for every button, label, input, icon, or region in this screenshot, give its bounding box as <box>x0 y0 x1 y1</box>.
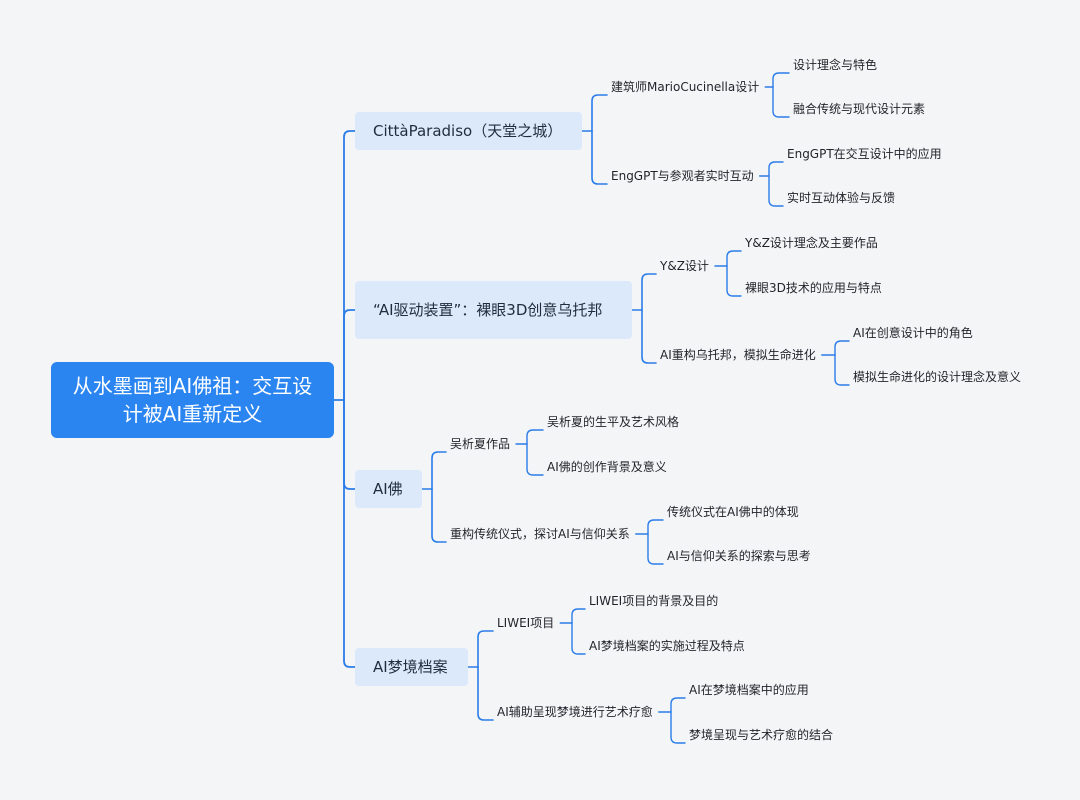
connector-line <box>834 354 850 386</box>
topic-node[interactable]: 建筑师MarioCucinella设计 <box>611 78 759 96</box>
connector-line <box>571 622 586 655</box>
connector-line <box>772 72 790 88</box>
subtopic-label: AI梦境档案的实施过程及特点 <box>589 639 745 653</box>
branch-label: CittàParadiso（天堂之城） <box>373 121 563 140</box>
connector-line <box>768 161 784 177</box>
topic-node[interactable]: Y&Z设计 <box>660 257 709 275</box>
subtopic-node[interactable]: 梦境呈现与艺术疗愈的结合 <box>689 726 833 744</box>
topic-node[interactable]: AI重构乌托邦，模拟生命进化 <box>660 346 816 364</box>
subtopic-node[interactable]: 实时互动体验与反馈 <box>787 189 895 207</box>
connector-line <box>641 273 657 311</box>
subtopic-label: AI在梦境档案中的应用 <box>689 683 809 697</box>
topic-label: EngGPT与参观者实时互动 <box>611 169 754 183</box>
topic-label: AI重构乌托邦，模拟生命进化 <box>660 348 816 362</box>
topic-label: AI辅助呈现梦境进行艺术疗愈 <box>497 705 653 719</box>
subtopic-label: LIWEI项目的背景及目的 <box>589 594 719 608</box>
connector-line <box>343 399 356 490</box>
topic-node[interactable]: AI辅助呈现梦境进行艺术疗愈 <box>497 703 653 721</box>
subtopic-label: 模拟生命进化的设计理念及意义 <box>853 370 1022 384</box>
branch-node-ai-buddha[interactable]: AI佛 <box>355 470 422 508</box>
branch-node-citta-paradiso[interactable]: CittàParadiso（天堂之城） <box>355 112 582 150</box>
connector-line <box>431 488 447 543</box>
connector-line <box>591 94 608 132</box>
root-node[interactable]: 从水墨画到AI佛祖：交互设计被AI重新定义 <box>51 362 334 438</box>
branch-node-ai-installation[interactable]: “AI驱动装置”：裸眼3D创意乌托邦 <box>355 281 632 339</box>
connector-line <box>641 309 657 364</box>
subtopic-label: 融合传统与现代设计元素 <box>793 102 926 116</box>
connector-line <box>526 443 544 476</box>
branch-label: AI佛 <box>373 479 403 498</box>
subtopic-label: AI在创意设计中的角色 <box>853 326 973 340</box>
subtopic-node[interactable]: AI梦境档案的实施过程及特点 <box>589 637 745 655</box>
topic-label: 吴析夏作品 <box>450 437 511 451</box>
connector-line <box>477 666 494 721</box>
root-node-label: 从水墨画到AI佛祖：交互设计被AI重新定义 <box>72 374 313 426</box>
topic-label: Y&Z设计 <box>660 259 709 273</box>
subtopic-node[interactable]: 吴析夏的生平及艺术风格 <box>547 413 679 431</box>
connector-line <box>477 630 494 668</box>
topic-node[interactable]: EngGPT与参观者实时互动 <box>611 167 754 185</box>
connector-line <box>431 451 447 490</box>
topic-node[interactable]: 吴析夏作品 <box>450 435 510 453</box>
connector-line <box>343 130 356 401</box>
connector-line <box>670 711 686 744</box>
subtopic-label: 梦境呈现与艺术疗愈的结合 <box>689 728 834 742</box>
subtopic-node[interactable]: 设计理念与特色 <box>793 56 877 74</box>
topic-node[interactable]: LIWEI项目 <box>497 614 554 632</box>
connector-line <box>768 175 784 207</box>
subtopic-node[interactable]: AI佛的创作背景及意义 <box>547 458 667 476</box>
topic-node[interactable]: 重构传统仪式，探讨AI与信仰关系 <box>450 525 630 543</box>
subtopic-label: AI佛的创作背景及意义 <box>547 460 667 474</box>
branch-label: AI梦境档案 <box>373 657 448 676</box>
subtopic-node[interactable]: AI在创意设计中的角色 <box>853 324 973 342</box>
subtopic-node[interactable]: 裸眼3D技术的应用与特点 <box>745 279 882 297</box>
subtopic-label: AI与信仰关系的探索与思考 <box>667 549 811 563</box>
topic-label: LIWEI项目 <box>497 616 555 630</box>
subtopic-node[interactable]: Y&Z设计理念及主要作品 <box>745 234 878 252</box>
connector-line <box>726 265 742 297</box>
connector-line <box>772 86 790 118</box>
subtopic-label: 吴析夏的生平及艺术风格 <box>547 415 680 429</box>
connector-line <box>647 533 664 565</box>
subtopic-node[interactable]: 模拟生命进化的设计理念及意义 <box>853 368 1021 386</box>
subtopic-node[interactable]: 传统仪式在AI佛中的体现 <box>667 503 799 521</box>
connector-line <box>591 130 608 185</box>
subtopic-label: 实时互动体验与反馈 <box>787 191 896 205</box>
connector-line <box>343 399 356 668</box>
branch-node-ai-dream-archive[interactable]: AI梦境档案 <box>355 648 468 686</box>
subtopic-node[interactable]: AI与信仰关系的探索与思考 <box>667 547 811 565</box>
topic-label: 重构传统仪式，探讨AI与信仰关系 <box>450 527 630 541</box>
connector-line <box>726 250 742 267</box>
connector-line <box>526 429 544 445</box>
subtopic-label: 设计理念与特色 <box>793 58 878 72</box>
subtopic-label: Y&Z设计理念及主要作品 <box>745 236 878 250</box>
subtopic-node[interactable]: AI在梦境档案中的应用 <box>689 681 809 699</box>
connector-line <box>571 608 586 624</box>
subtopic-label: EngGPT在交互设计中的应用 <box>787 147 942 161</box>
subtopic-label: 裸眼3D技术的应用与特点 <box>745 281 882 295</box>
connector-line <box>834 340 850 356</box>
connector-line <box>343 309 356 401</box>
connector-line <box>647 519 664 535</box>
subtopic-node[interactable]: LIWEI项目的背景及目的 <box>589 592 718 610</box>
subtopic-node[interactable]: 融合传统与现代设计元素 <box>793 100 925 118</box>
branch-label: “AI驱动装置”：裸眼3D创意乌托邦 <box>373 300 603 319</box>
subtopic-node[interactable]: EngGPT在交互设计中的应用 <box>787 145 942 163</box>
connector-line <box>670 697 686 713</box>
topic-label: 建筑师MarioCucinella设计 <box>611 80 760 94</box>
subtopic-label: 传统仪式在AI佛中的体现 <box>667 505 799 519</box>
